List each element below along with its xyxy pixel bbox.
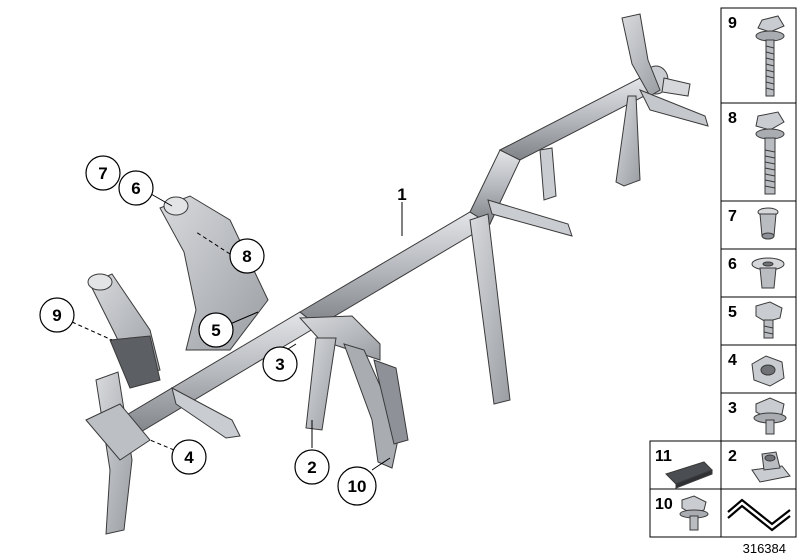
- callout-7: 7: [98, 164, 107, 183]
- callout-10: 10: [348, 477, 367, 496]
- hex-flange-screw-icon: [679, 495, 709, 531]
- callout-circle-8: [229, 238, 265, 274]
- rivet-nut-icon: [757, 207, 779, 240]
- panel-part-drawings: [665, 15, 791, 532]
- callout-1: 1: [397, 185, 406, 204]
- callout-circle-10: [337, 466, 377, 506]
- leader-lines: [71, 193, 403, 471]
- panel-label-4: 4: [728, 352, 737, 369]
- wire-symbol-icon: [727, 498, 791, 532]
- center-support-strut: [469, 147, 573, 405]
- panel-label-7: 7: [728, 208, 737, 225]
- panel-label-11: 11: [655, 448, 672, 465]
- hex-bolt-icon: [755, 301, 783, 339]
- steering-column-support: [298, 315, 409, 469]
- callout-5: 5: [211, 321, 220, 340]
- callout-6: 6: [131, 179, 140, 198]
- panel-cell-9: [720, 7, 797, 104]
- diagram-id: 316384: [742, 541, 786, 556]
- hex-nut-icon: [751, 355, 785, 387]
- panel-label-8: 8: [728, 110, 737, 127]
- panel-cell-6: [720, 248, 797, 298]
- callout-circle-3: [262, 346, 298, 382]
- callout-8: 8: [242, 247, 251, 266]
- callout-circle-2: [294, 449, 330, 485]
- panel-label-5: 5: [728, 304, 737, 321]
- panel-label-3: 3: [728, 400, 737, 417]
- flange-rivet-nut-icon: [751, 257, 785, 289]
- callout-circle-5: [198, 312, 234, 348]
- pad-icon: [665, 461, 713, 489]
- callout-9: 9: [52, 306, 61, 325]
- left-mounting-brackets: [85, 195, 269, 535]
- clip-nut-icon: [751, 451, 791, 483]
- callout-circle-9: [39, 297, 75, 333]
- panel-label-9: 9: [728, 15, 737, 32]
- collar-bolt-icon: [755, 111, 785, 195]
- callout-circle-7: [85, 155, 121, 191]
- panel-label-10: 10: [655, 496, 673, 513]
- flange-screw-icon: [753, 397, 787, 435]
- panel-labels: 9 8 7 6 5 4 3 2 11 10: [655, 15, 737, 513]
- callout-4: 4: [184, 448, 194, 467]
- panel-label-6: 6: [728, 256, 737, 273]
- long-bolt-icon: [755, 15, 785, 97]
- callout-circle-6: [118, 170, 154, 206]
- right-end-bracket: [615, 13, 709, 187]
- callout-2: 2: [307, 458, 316, 477]
- callout-3: 3: [275, 355, 284, 374]
- panel-cell-7: [720, 200, 797, 250]
- callouts: 1 2 3 4 5 6 7 8 9 10: [39, 155, 407, 506]
- callout-circle-4: [171, 439, 207, 475]
- panel-label-2: 2: [728, 448, 737, 465]
